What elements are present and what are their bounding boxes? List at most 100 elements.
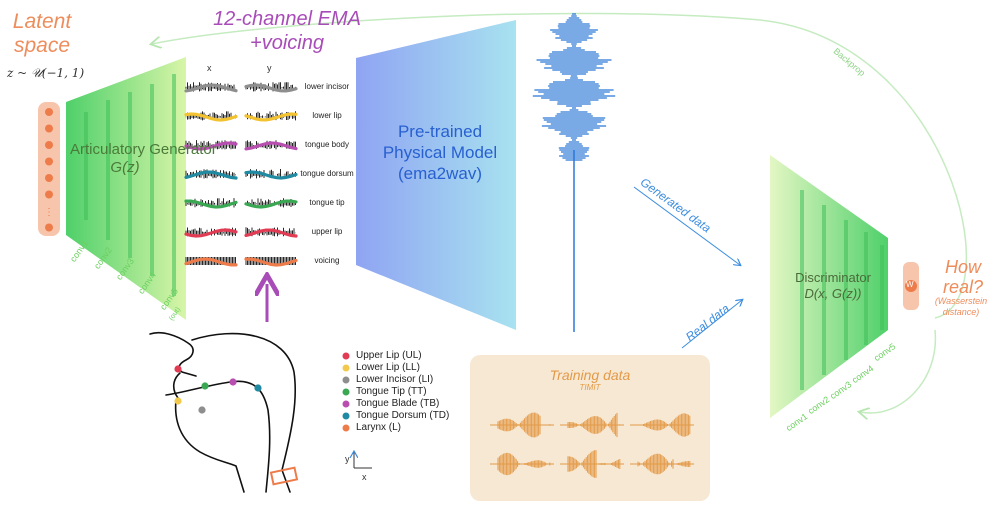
generated-data-arrow: [633, 186, 740, 265]
vocal-tract-sketch: [149, 331, 299, 493]
real-data-arrow: [681, 300, 742, 349]
physical-model-block: [356, 20, 516, 330]
ema-channel-plots: [184, 82, 298, 267]
ema-plot-x-5: [184, 198, 238, 209]
ema-channel-label: lower incisor: [304, 82, 350, 91]
discriminator-layer-1: [800, 190, 804, 390]
sensor-dot: [174, 397, 182, 405]
ema-channel-label: tongue body: [304, 140, 350, 149]
legend-label: Upper Lip (UL): [356, 350, 422, 361]
ema-channel-label: tongue tip: [309, 198, 345, 207]
z-node-icon: [45, 190, 53, 199]
sensor-dot: [201, 382, 209, 390]
latent-space-title: Latent space: [12, 10, 72, 57]
latent-distribution: z ~ 𝒰(−1, 1): [7, 66, 85, 80]
generated-waveform: [532, 13, 616, 161]
legend-dot: [342, 376, 350, 384]
legend-label: Tongue Blade (TB): [356, 398, 440, 409]
ema-channel-label: voicing: [314, 256, 340, 265]
ema-y-header: y: [267, 63, 272, 73]
ellipsis-icon: ⋮: [44, 207, 54, 218]
training-waveform-6: [630, 453, 694, 475]
discriminator-layer-4: [864, 232, 868, 345]
ema-plot-x-7: [184, 257, 238, 267]
legend-label: Tongue Tip (TT): [356, 386, 427, 397]
z-node-icon: [45, 157, 53, 166]
sensor-dot: [229, 378, 237, 386]
sensor-dot: [198, 406, 206, 414]
ema-plot-y-4: [244, 169, 298, 180]
ema-plot-y-2: [244, 111, 298, 122]
legend-dot: [342, 388, 350, 396]
z-node-icon: [45, 124, 53, 133]
legend-markers: [342, 352, 350, 432]
generator-block: [66, 57, 186, 320]
sensor-dot: [254, 384, 262, 392]
generator-layer-3: [128, 92, 132, 258]
training-data-title: Training data: [549, 367, 631, 383]
discriminator-function: D(x, G(z)): [804, 286, 862, 301]
discriminator-name: Discriminator: [795, 270, 871, 285]
axis-x-label: x: [362, 472, 367, 482]
z-node-icon: [45, 141, 53, 149]
legend-dot: [342, 412, 350, 420]
generator-function: G(z): [110, 159, 140, 176]
generator-layer-2: [106, 100, 110, 240]
training-waveform-2: [560, 412, 624, 438]
wasserstein-note: (Wasserstein distance): [934, 296, 988, 317]
legend-label: Larynx (L): [356, 422, 402, 433]
ema-plot-x-1: [184, 82, 238, 93]
ema-plot-x-3: [184, 140, 238, 151]
axis-icon: [354, 452, 372, 469]
legend-label: Lower Incisor (LI): [356, 374, 434, 385]
training-data-subtitle: TIMIT: [579, 383, 601, 392]
ema-plot-y-6: [244, 227, 298, 238]
ema-plot-x-4: [184, 169, 238, 180]
ema-title: 12-channel EMA +voicing: [213, 8, 361, 54]
discriminator-layers: [800, 190, 884, 390]
training-waveforms: [490, 412, 694, 478]
legend-dot: [342, 400, 350, 408]
w-node-icon: [905, 280, 917, 292]
axis-y-label: y: [345, 454, 350, 464]
ema-plot-y-5: [244, 198, 298, 209]
discriminator-layer-3: [844, 220, 848, 360]
generator-label: Articulatory Generator G(z): [70, 141, 217, 177]
training-waveform-5: [560, 450, 624, 478]
ema-plot-x-6: [184, 227, 238, 238]
legend-dot: [342, 364, 350, 372]
sensor-dot: [174, 365, 182, 373]
training-waveform-3: [630, 413, 694, 437]
ema-x-header: x: [207, 63, 212, 73]
discriminator-layer-5: [880, 245, 884, 330]
ema-channel-label: upper lip: [311, 227, 343, 236]
generator-layer-1: [84, 112, 88, 220]
latent-nodes: ⋮: [44, 108, 54, 232]
generator-layers: [84, 74, 176, 296]
z-node-icon: [45, 223, 53, 232]
legend-label: Tongue Dorsum (TD): [356, 410, 450, 421]
training-waveform-1: [490, 412, 554, 438]
legend-dot: [342, 424, 350, 432]
discriminator-layer-2: [822, 205, 826, 375]
ema-channel-label: tongue dorsum: [300, 169, 354, 178]
z-node-icon: [45, 108, 53, 116]
ema-plot-y-3: [244, 140, 298, 151]
w-node-label: W: [906, 280, 914, 289]
latent-vector: [38, 102, 60, 236]
generator-name: Articulatory Generator: [70, 141, 217, 158]
ema-plot-x-2: [184, 111, 238, 122]
discriminator-block: [770, 155, 888, 418]
ema-channel-label: lower lip: [312, 111, 342, 120]
legend-label: Lower Lip (LL): [356, 362, 420, 373]
z-node-icon: [45, 174, 53, 182]
ema-plot-y-7: [244, 257, 298, 267]
backprop-arrow: [152, 12, 968, 319]
larynx-marker: [269, 466, 299, 486]
generator-layer-4: [150, 84, 154, 276]
physical-model-label: Pre-trained Physical Model (ema2wav): [382, 122, 498, 183]
sensor-markers: [174, 365, 262, 414]
discriminator-label: Discriminator D(x, G(z)): [778, 270, 888, 302]
